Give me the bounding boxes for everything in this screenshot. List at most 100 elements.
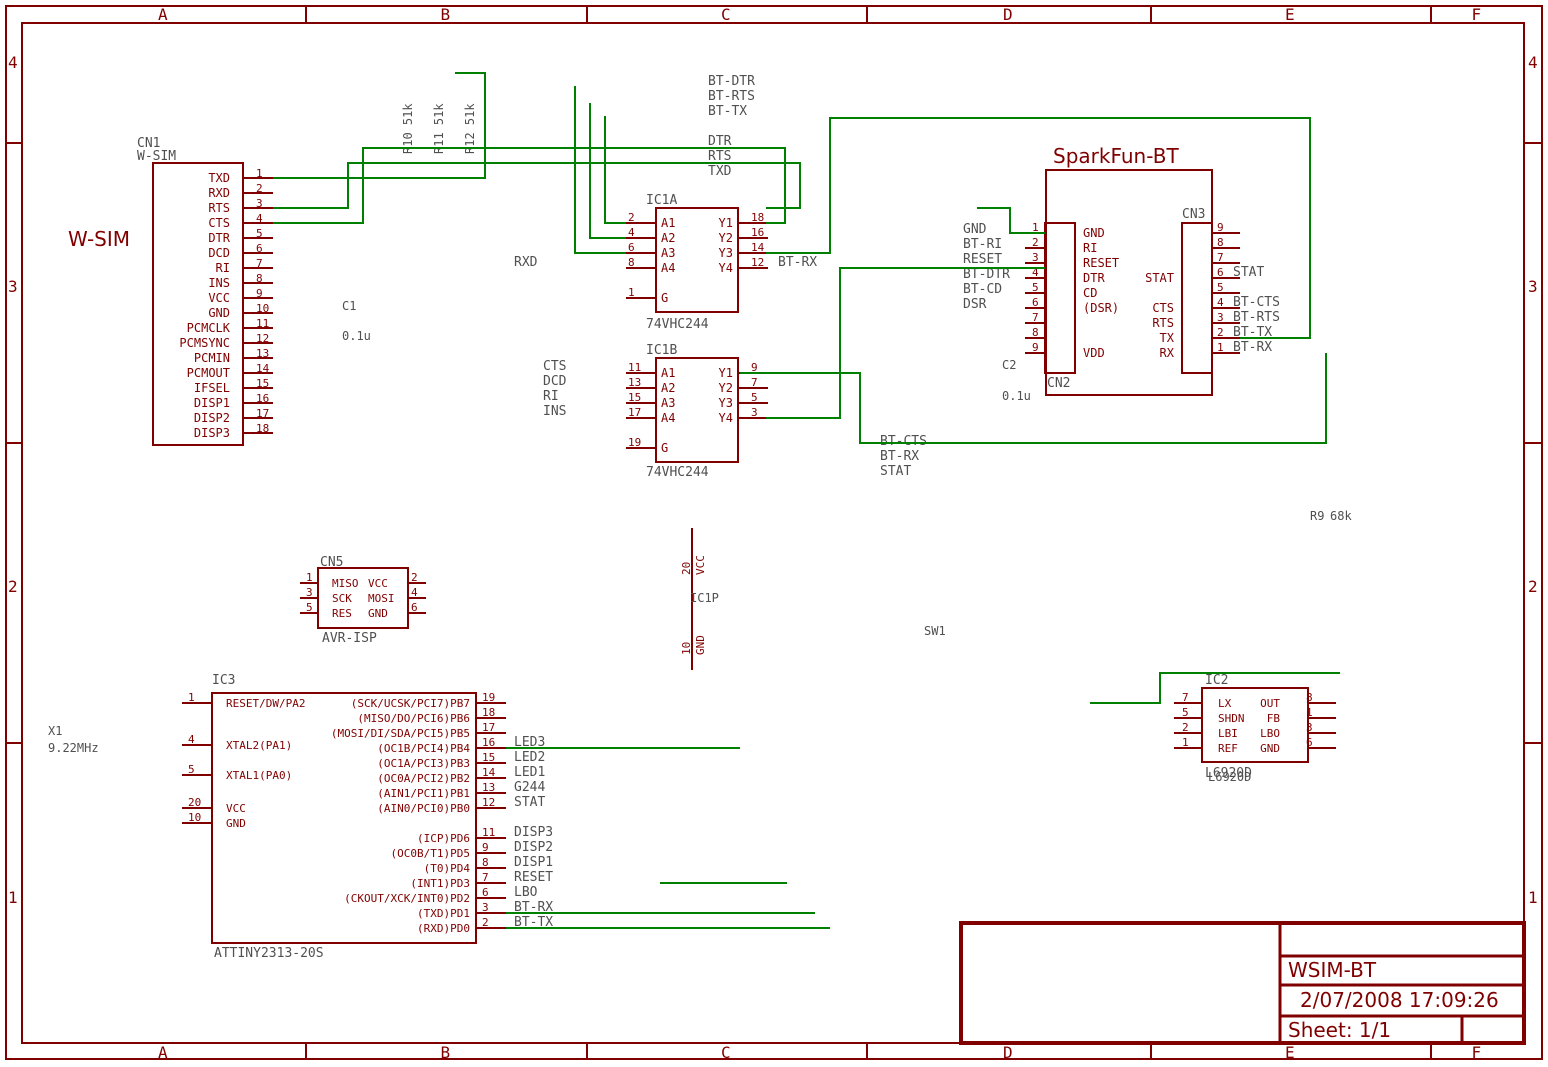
cn2-pin-8: 8	[1032, 326, 1039, 339]
ic3-out-19: (SCK/UCSK/PCI7)PB7	[351, 697, 470, 710]
ic3-net-led2: LED2	[514, 750, 545, 765]
ic2-rnum: 6	[1306, 736, 1313, 749]
cn2-pin-name-6: (DSR)	[1083, 301, 1119, 315]
cn1-pin-2-number: 2	[256, 182, 263, 195]
cn5-lnum: 3	[306, 586, 313, 599]
r10-label: R10 51k	[401, 103, 415, 154]
cn5-value: AVR-ISP	[322, 631, 377, 646]
ic2-rnum: 3	[1306, 721, 1313, 734]
ic3-outnum-17: 17	[482, 721, 495, 734]
ic1a-pins-innum-4: 4	[628, 226, 635, 239]
cn2-pin-7: 7	[1032, 311, 1039, 324]
net-labels: BT-DTR BT-RTS BT-TX DTR RTS TXD RXD BT-R…	[514, 74, 927, 479]
wire-segment	[766, 267, 1045, 419]
ic1a-pins-outnum-12: 12	[751, 256, 764, 269]
ic3-net-stat: STAT	[514, 795, 545, 810]
ic2-lnum: 1	[1182, 736, 1189, 749]
ic1b-pins-innum-11: 11	[628, 361, 641, 374]
ic2-rname: OUT	[1260, 697, 1280, 710]
drawing-frame	[5, 5, 1543, 1060]
ic2-lnum: 5	[1182, 706, 1189, 719]
ic1a-pins-out-18: Y1	[719, 216, 733, 230]
ic3-out-9: (OC0B/T1)PD5	[391, 847, 470, 860]
cn1-pin-9-number: 9	[256, 287, 263, 300]
col-label-D: D	[1003, 5, 1013, 24]
cn1-pin-5-name: DTR	[208, 231, 230, 245]
cn1-pin-6-name: DCD	[208, 246, 230, 260]
ic3-out-15: (OC1A/PCI3)PB3	[377, 757, 470, 770]
wire-segment	[574, 86, 626, 254]
cn3-pin-7: 7	[1217, 251, 1224, 264]
frame-grid-ticks	[6, 6, 1542, 1059]
ic3-net-led3: LED3	[514, 735, 545, 750]
r11-label: R11 51k	[432, 103, 446, 154]
c2-label: C2	[1002, 358, 1016, 372]
cn2-pin-name-3: RESET	[1083, 256, 1119, 270]
cn2-pin-6: 6	[1032, 296, 1039, 309]
ic1b-pins-out-3: Y4	[719, 411, 733, 425]
ic3-out-12: (AIN0/PCI0)PB0	[377, 802, 470, 815]
cn1-value: W-SIM	[137, 149, 176, 164]
cn2-ref: CN2	[1047, 376, 1070, 391]
cn1-pin-17-number: 17	[256, 407, 269, 420]
wire-segment	[740, 353, 1327, 444]
ic1a-ref: IC1A	[646, 193, 677, 208]
net-bt-tx: BT-TX	[708, 104, 747, 119]
cn3-ref: CN3	[1182, 207, 1205, 222]
cn3-pin-5: 5	[1217, 281, 1224, 294]
ic1a-pins-in-1: G	[661, 291, 668, 305]
cn3-pin-4: 4	[1217, 296, 1224, 309]
r9-label: R9	[1310, 509, 1324, 523]
ic2-rnum: 1	[1306, 706, 1313, 719]
cn3-pin-name-3: RTS	[1152, 316, 1174, 330]
cn3-net-1: BT-CTS	[1233, 295, 1280, 310]
ic3-innum-1: 1	[188, 691, 195, 704]
ic3-outnum-9: 9	[482, 841, 489, 854]
net-rxd: RXD	[514, 255, 538, 270]
ic3-outnum-7: 7	[482, 871, 489, 884]
cn2-pin-name-2: RI	[1083, 241, 1097, 255]
ic1b-ref: IC1B	[646, 343, 677, 358]
ic3-in-4: XTAL2(PA1)	[226, 739, 292, 752]
ic1b-pins-in-19: G	[661, 441, 668, 455]
cn1-pin-15-name: IFSEL	[194, 381, 230, 395]
ic2-lname: LX	[1218, 697, 1232, 710]
ic2-lname: REF	[1218, 742, 1238, 755]
cn3-net-2: BT-RTS	[1233, 310, 1280, 325]
cn1-pin-3-number: 3	[256, 197, 263, 210]
c1-label: C1	[342, 299, 356, 313]
cn5-rname: GND	[368, 607, 388, 620]
wires	[273, 72, 1340, 929]
cn2-net-3: BT-DTR	[963, 267, 1010, 282]
ic1a-pins-in-6: A3	[661, 246, 675, 260]
ic3-out-7: (INT1)PD3	[410, 877, 470, 890]
ic3-out-11: (ICP)PD6	[417, 832, 470, 845]
sheet-text: Sheet: 1/1	[1288, 1018, 1391, 1042]
ic1a-pins-out-16: Y2	[719, 231, 733, 245]
ic2-lname: SHDN	[1218, 712, 1245, 725]
ic1a-pins-innum-2: 2	[628, 211, 635, 224]
ic3-outnum-2: 2	[482, 916, 489, 929]
wire-segment	[1090, 672, 1340, 704]
cn5-rname: VCC	[368, 577, 388, 590]
cn3-net-4: BT-RX	[1233, 340, 1272, 355]
ic1p-ref: IC1P	[690, 591, 719, 605]
ic3-innum-5: 5	[188, 763, 195, 776]
ic1a-pins-outnum-16: 16	[751, 226, 764, 239]
ic3-outnum-19: 19	[482, 691, 495, 704]
cn1-pin-3-name: RTS	[208, 201, 230, 215]
ic3-out-8: (T0)PD4	[424, 862, 471, 875]
ic3-net-lbo: LBO	[514, 885, 538, 900]
ic3-outnum-8: 8	[482, 856, 489, 869]
col-label-A: A	[158, 1043, 168, 1062]
cn5-rname: MOSI	[368, 592, 395, 605]
cn1-pin-10-number: 10	[256, 302, 269, 315]
ic3-outnum-14: 14	[482, 766, 496, 779]
cn1-pin-16-name: DISP1	[194, 396, 230, 410]
ic2-value: L6920D	[1205, 766, 1252, 781]
net-txd: TXD	[708, 164, 732, 179]
ic3-mcu: IC3 ATTINY2313-20S RESET/DW/PA21XTAL2(PA…	[182, 673, 553, 961]
ic1b-pins-outnum-5: 5	[751, 391, 758, 404]
